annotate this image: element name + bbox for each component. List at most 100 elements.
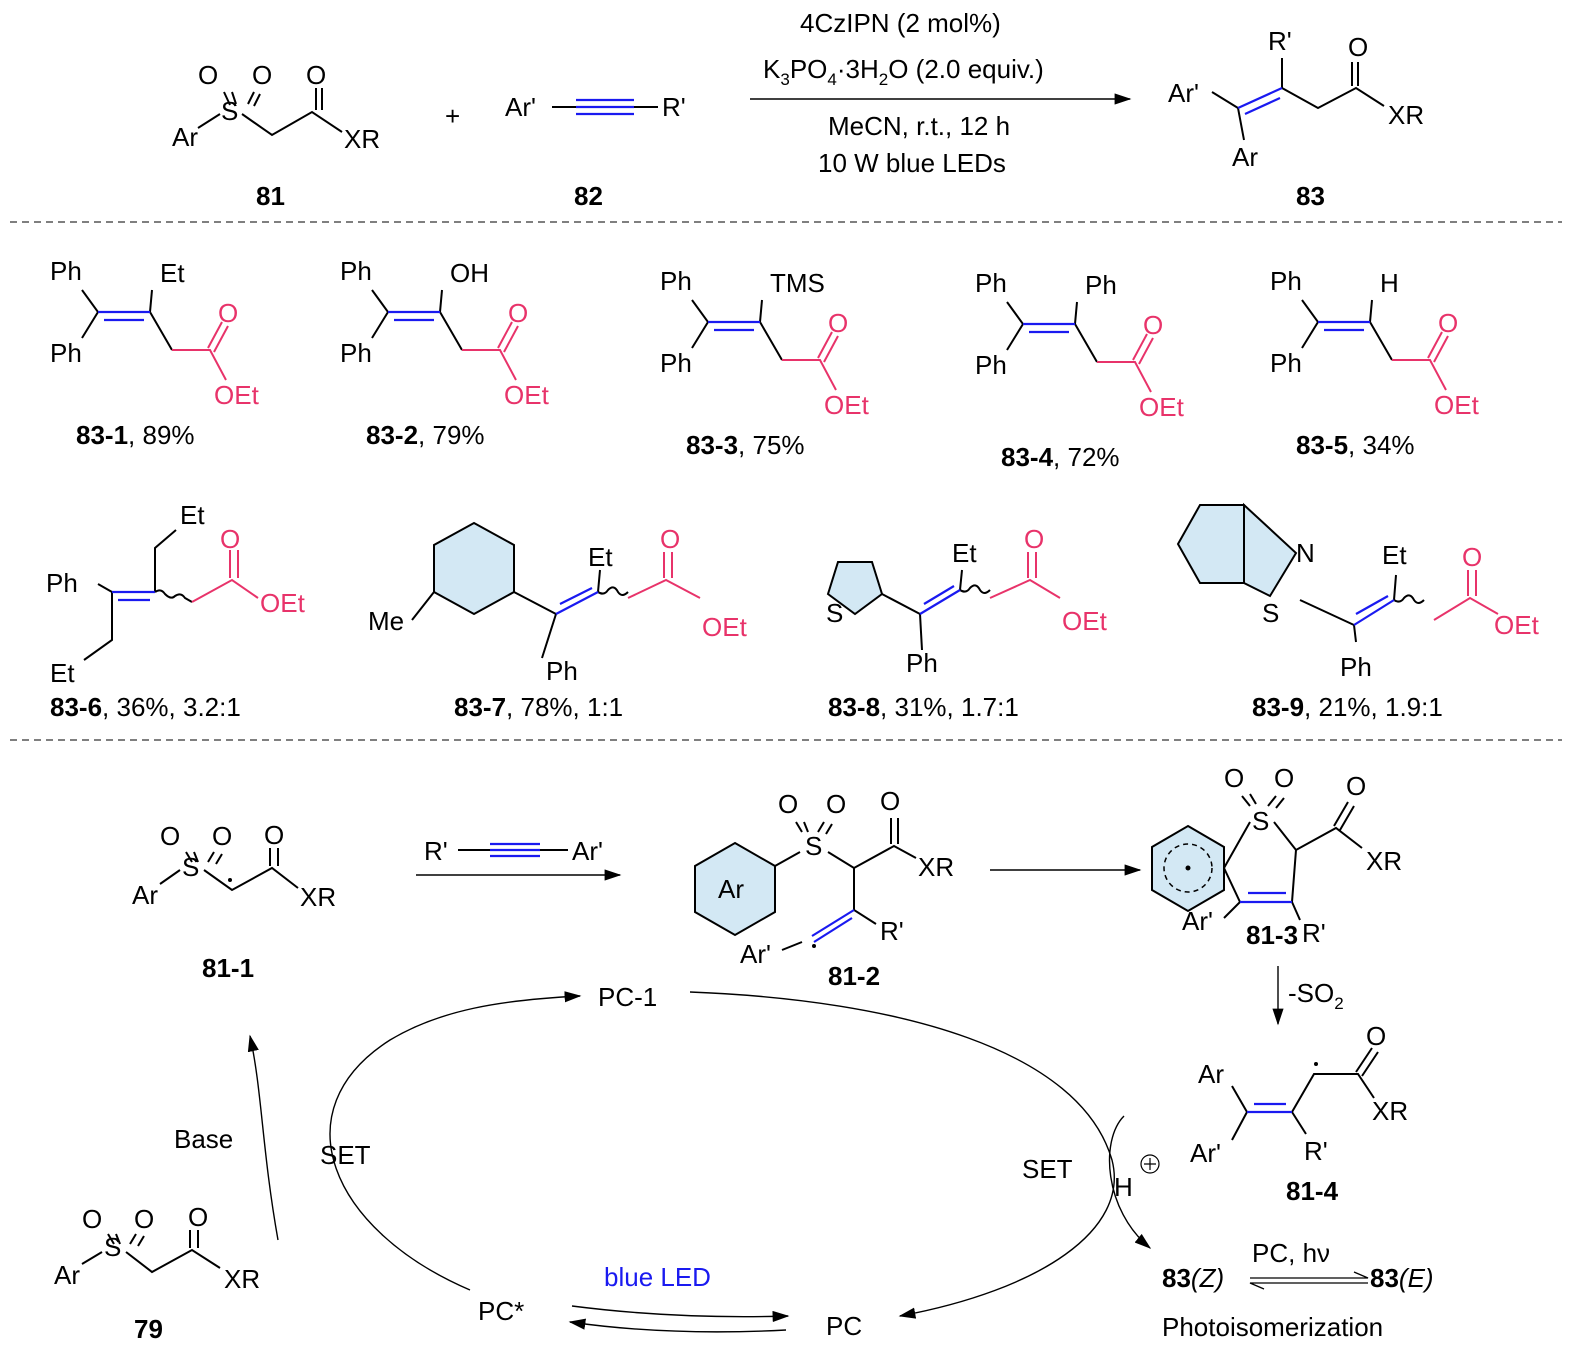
oxygen-label: O — [134, 1204, 154, 1234]
substituent-label: Ph — [1270, 266, 1302, 296]
iso-conditions: PC, hν — [1252, 1238, 1330, 1268]
product-83: Ar' Ar R' O XR 83 — [1168, 26, 1424, 211]
intermediate-81-1: Ar S O O O XR 81-1 — [132, 820, 336, 983]
compound-label: 81-4 — [1286, 1176, 1339, 1206]
xr-label: XR — [300, 882, 336, 912]
starting-material-79: Ar S O O O XR 79 — [54, 1202, 260, 1344]
ester-oet: OEt — [504, 380, 550, 410]
heteroatom-label: N — [1296, 538, 1315, 568]
ar-label: Ar' — [572, 836, 603, 866]
pc1-label: PC-1 — [598, 982, 657, 1012]
pc-star-label: PC* — [478, 1296, 524, 1326]
r-label: R' — [1268, 26, 1292, 56]
ester-oet: OEt — [824, 390, 870, 420]
xr-label: XR — [918, 852, 954, 882]
substituent-label: Ph — [50, 256, 82, 286]
ester-carbonyl-o: O — [660, 524, 680, 554]
ester-carbonyl-o: O — [1024, 524, 1044, 554]
e-isomer: 83(E) — [1370, 1263, 1434, 1293]
solvent-text: MeCN, r.t., 12 h — [828, 111, 1010, 141]
substituent-label: Ph — [340, 338, 372, 368]
substituent-label: H — [1380, 268, 1399, 298]
yield-caption: 83-4, 72% — [1001, 442, 1120, 472]
ester-oet: OEt — [1494, 610, 1540, 640]
substituent-label: TMS — [770, 268, 825, 298]
xr-label: XR — [224, 1264, 260, 1294]
ester-carbonyl-o: O — [218, 298, 238, 328]
yield-caption: 83-8, 31%, 1.7:1 — [828, 692, 1019, 722]
excitation-arrow — [571, 1305, 790, 1323]
oxygen-label: O — [252, 60, 272, 90]
heteroatom-label: S — [1262, 598, 1279, 628]
set-label: SET — [320, 1140, 371, 1170]
thiophene-ring — [826, 561, 884, 616]
substituent-label: Ph — [1085, 270, 1117, 300]
ester-oet: OEt — [1434, 390, 1480, 420]
alkyne-reagent: R' Ar' — [416, 836, 622, 881]
substituent-label: Ph — [1340, 652, 1372, 682]
base-text: K3PO4·3H2O (2.0 equiv.) — [763, 54, 1044, 89]
xr-label: XR — [1388, 100, 1424, 130]
substituent-label: Et — [50, 658, 75, 688]
compound-label: 83 — [1296, 181, 1325, 211]
proton-label: H — [1114, 1172, 1133, 1202]
ar-label: Ar — [132, 880, 158, 910]
substituent-label: Me — [368, 606, 404, 636]
substituent-label: Ph — [546, 656, 578, 686]
ar-label: Ar — [172, 122, 198, 152]
base-arrow — [247, 1034, 279, 1241]
ar-label: Ar' — [1182, 906, 1213, 936]
oxygen-label: O — [212, 821, 232, 851]
substituent-label: Ph — [50, 338, 82, 368]
intermediate-81-4: Ar Ar' R' O XR 81-4 — [1190, 1021, 1408, 1206]
yield-caption: 83-1, 89% — [76, 420, 195, 450]
substituent-label: Ph — [340, 256, 372, 286]
set-label: SET — [1022, 1154, 1073, 1184]
plus-sign: + — [445, 101, 460, 131]
ester-carbonyl-o: O — [220, 524, 240, 554]
r-label: R' — [880, 916, 904, 946]
intermediate-81-2: Ar S O O O XR R' Ar' 81-2 — [694, 786, 954, 991]
compound-label: 81-2 — [828, 961, 880, 991]
xr-label: XR — [1372, 1096, 1408, 1126]
substituent-label: Ph — [906, 648, 938, 678]
substituent-label: Et — [1382, 540, 1407, 570]
compound-label: 82 — [574, 181, 603, 211]
photoisomerization-label: Photoisomerization — [1162, 1312, 1383, 1342]
oxygen-label: O — [826, 789, 846, 819]
oxygen-label: O — [264, 820, 284, 850]
pc-label: PC — [826, 1311, 862, 1341]
r-label: R' — [1304, 1136, 1328, 1166]
r-label: R' — [424, 836, 448, 866]
yield-caption: 83-6, 36%, 3.2:1 — [50, 692, 241, 722]
ester-carbonyl-o: O — [1438, 308, 1458, 338]
yield-caption: 83-5, 34% — [1296, 430, 1415, 460]
set-arrow-right — [689, 991, 1115, 1319]
tolyl-ring — [433, 521, 515, 616]
oxygen-label: O — [82, 1204, 102, 1234]
sulfur-label: S — [1252, 806, 1269, 836]
ar-label: Ar — [718, 874, 744, 904]
yield-caption: 83-9, 21%, 1.9:1 — [1252, 692, 1443, 722]
ester-carbonyl-o: O — [508, 298, 528, 328]
sulfur-label: S — [104, 1232, 121, 1262]
substituent-label: Et — [588, 542, 613, 572]
ar-label: Ar — [1198, 1059, 1224, 1089]
reactant-82: Ar' R' 82 — [505, 92, 686, 211]
oxygen-label: O — [1366, 1021, 1386, 1051]
ester-oet: OEt — [1139, 392, 1185, 422]
ar-label: Ar' — [1190, 1138, 1221, 1168]
r-label: R' — [662, 92, 686, 122]
substituent-label: Ph — [46, 568, 78, 598]
oxygen-label: O — [1274, 763, 1294, 793]
substituent-label: Et — [952, 538, 977, 568]
